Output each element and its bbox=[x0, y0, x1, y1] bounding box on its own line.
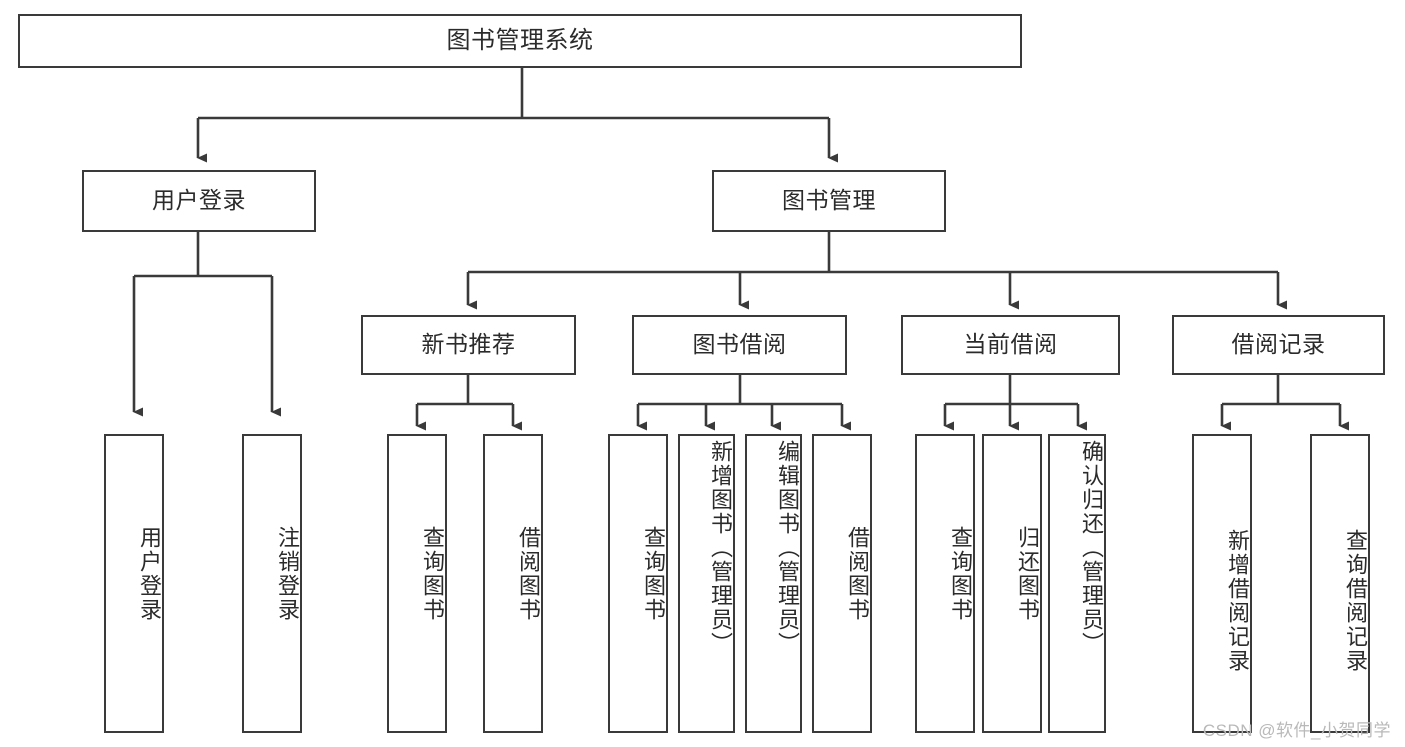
leaf-borrow-book-1[interactable]: 借阅图书 bbox=[483, 434, 543, 733]
node-book-manage[interactable]: 图书管理 bbox=[712, 170, 946, 232]
leaf-query-book-3[interactable]: 查询图书 bbox=[915, 434, 975, 733]
leaf-confirm-return[interactable]: 确认归还（管理员） bbox=[1048, 434, 1106, 733]
node-current-borrow[interactable]: 当前借阅 bbox=[901, 315, 1120, 375]
node-root[interactable]: 图书管理系统 bbox=[18, 14, 1022, 68]
edge-group-borrow-record bbox=[1220, 375, 1349, 431]
leaf-query-book-2[interactable]: 查询图书 bbox=[608, 434, 668, 733]
leaf-logout-login[interactable]: 注销登录 bbox=[242, 434, 302, 733]
leaf-query-record[interactable]: 查询借阅记录 bbox=[1310, 434, 1370, 733]
leaf-add-book[interactable]: 新增图书（管理员） bbox=[678, 434, 735, 733]
node-user-login[interactable]: 用户登录 bbox=[82, 170, 316, 232]
edge-group-root bbox=[196, 68, 838, 163]
leaf-user-login[interactable]: 用户登录 bbox=[104, 434, 164, 733]
node-book-borrow[interactable]: 图书借阅 bbox=[632, 315, 847, 375]
leaf-add-record[interactable]: 新增借阅记录 bbox=[1192, 434, 1252, 733]
leaf-return-book[interactable]: 归还图书 bbox=[982, 434, 1042, 733]
leaf-query-book-1[interactable]: 查询图书 bbox=[387, 434, 447, 733]
csdn-watermark: CSDN @软件_小贺同学 bbox=[1202, 721, 1391, 740]
edge-group-user-login bbox=[132, 232, 281, 417]
edge-group-new-book-recommend bbox=[415, 375, 522, 431]
node-borrow-record[interactable]: 借阅记录 bbox=[1172, 315, 1385, 375]
edge-group-current-borrow bbox=[943, 375, 1087, 431]
edge-group-book-borrow bbox=[636, 375, 851, 431]
leaf-edit-book[interactable]: 编辑图书（管理员） bbox=[745, 434, 802, 733]
leaf-borrow-book-2[interactable]: 借阅图书 bbox=[812, 434, 872, 733]
edge-group-book-manage bbox=[466, 232, 1287, 310]
node-new-book-recommend[interactable]: 新书推荐 bbox=[361, 315, 576, 375]
